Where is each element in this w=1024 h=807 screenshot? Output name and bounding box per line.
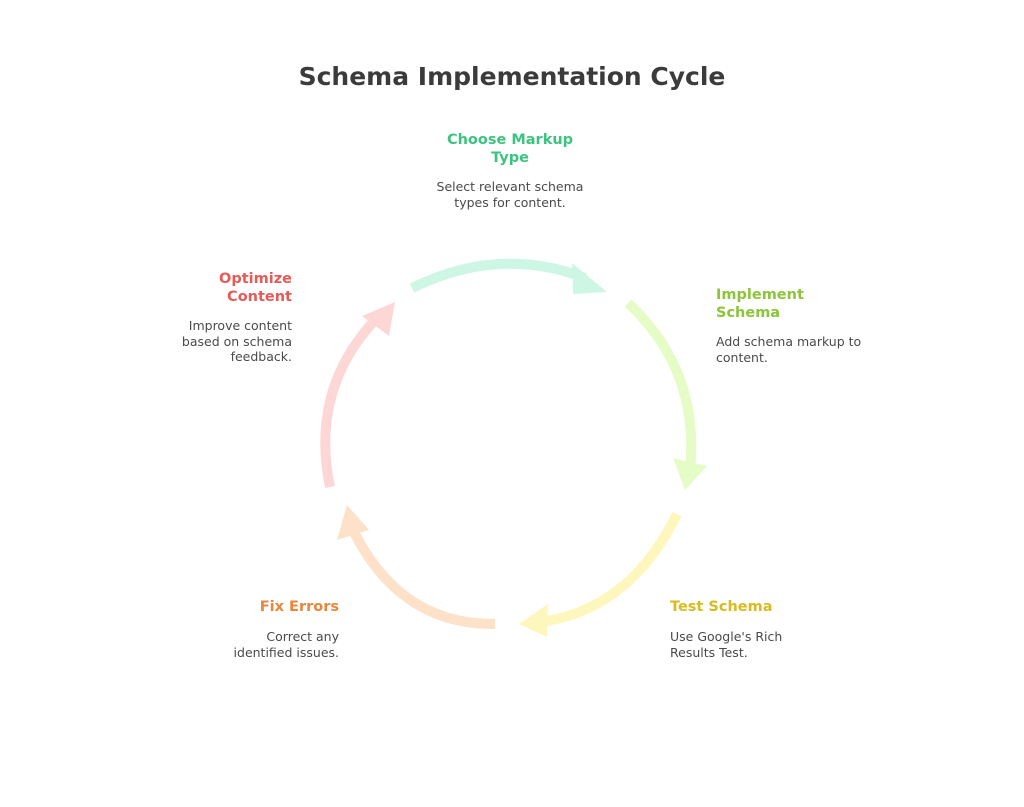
step-desc-implement-schema: Add schema markup to content.: [716, 334, 862, 365]
arrow-test-to-fix: [519, 511, 682, 637]
arrow-implement-to-test: [624, 299, 707, 490]
arrow-shaft-5: [320, 316, 379, 489]
arrow-head-5: [362, 302, 395, 336]
arrow-head-3: [519, 604, 548, 637]
step-title-optimize-content: Optimize Content: [219, 271, 292, 305]
arrow-shaft-2: [624, 299, 697, 471]
arrow-head-1: [572, 263, 607, 294]
step-desc-fix-errors: Correct any identified issues.: [233, 629, 339, 660]
step-title-fix-errors: Fix Errors: [259, 599, 339, 615]
step-desc-choose-markup: Select relevant schema types for content…: [436, 179, 584, 210]
step-title-implement-schema: Implement Schema: [716, 287, 804, 321]
arrow-shaft-3: [539, 511, 682, 627]
arrow-head-4: [337, 505, 369, 540]
step-title-test-schema: Test Schema: [670, 599, 773, 615]
step-desc-test-schema: Use Google's Rich Results Test.: [670, 629, 783, 660]
arrow-shaft-4: [348, 527, 496, 630]
arrow-shaft-1: [409, 258, 587, 293]
step-desc-optimize-content: Improve content based on schema feedback…: [181, 318, 292, 364]
arrow-head-2: [673, 458, 707, 490]
diagram-title: Schema Implementation Cycle: [298, 62, 726, 91]
arrow-choose-to-implement: [409, 258, 607, 294]
arrow-optimize-to-choose: [320, 302, 395, 489]
arrow-fix-to-optimize: [337, 505, 496, 630]
step-title-choose-markup: Choose Markup Type: [446, 132, 574, 166]
